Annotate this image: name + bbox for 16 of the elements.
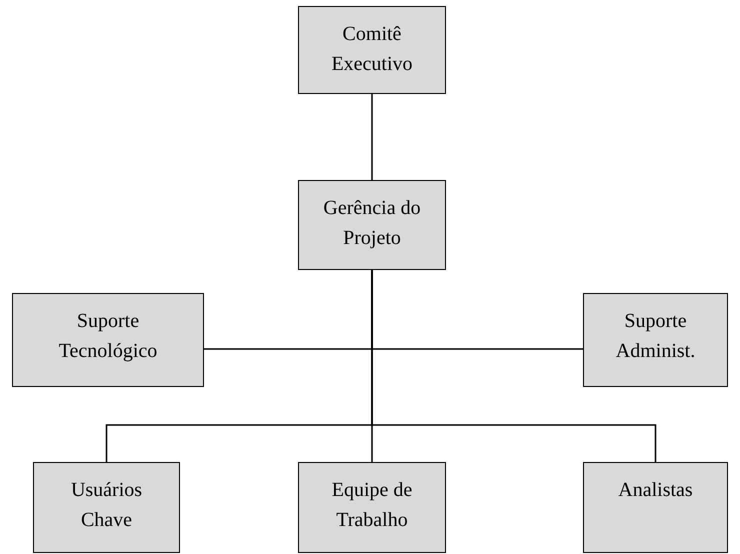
box-label: Comitê Executivo bbox=[330, 22, 414, 77]
box-label: Suporte Tecnológico bbox=[58, 309, 158, 364]
box-label: Analistas bbox=[618, 478, 693, 503]
org-box bbox=[298, 6, 446, 94]
box-label: Equipe de Trabalho bbox=[330, 478, 414, 533]
org-box bbox=[12, 293, 204, 387]
connector-line bbox=[371, 94, 373, 180]
org-box bbox=[298, 462, 446, 553]
org-box bbox=[298, 180, 446, 270]
org-box bbox=[583, 462, 728, 553]
box-label: Suporte Administ. bbox=[614, 309, 696, 364]
org-box bbox=[583, 293, 728, 387]
box-label: Gerência do Projeto bbox=[322, 196, 422, 251]
org-box bbox=[33, 462, 180, 553]
box-label: Usuários Chave bbox=[70, 478, 144, 533]
connector-line bbox=[371, 270, 656, 462]
